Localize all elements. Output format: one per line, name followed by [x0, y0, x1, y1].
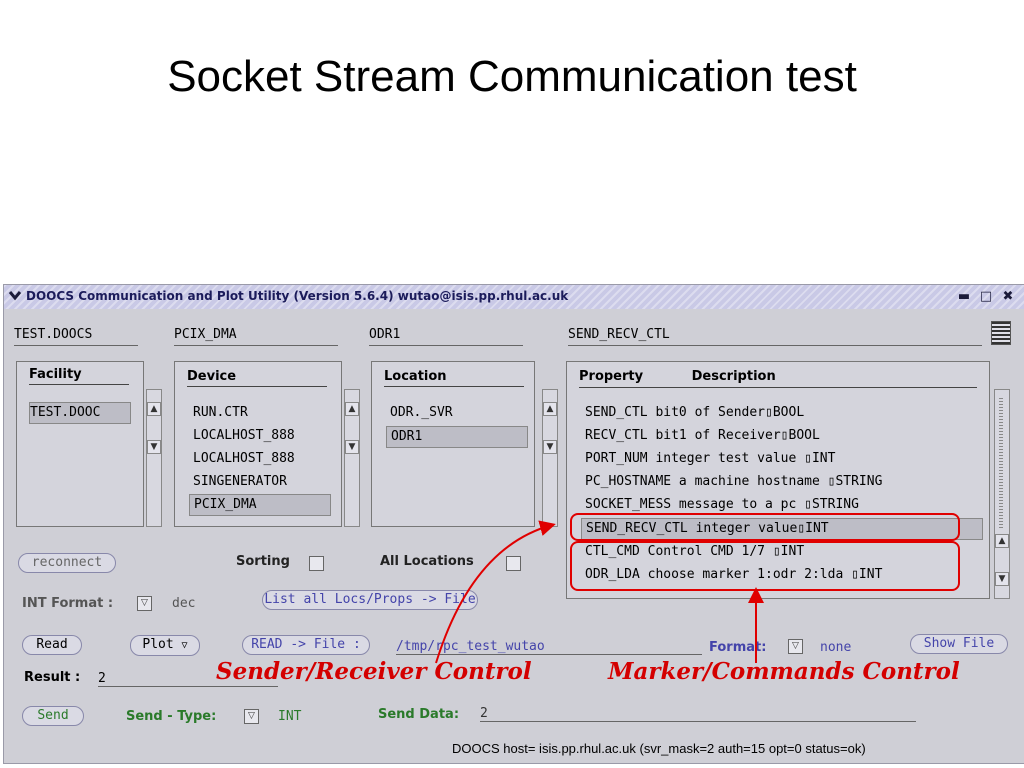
- device-list-item[interactable]: PCIX_DMA: [189, 494, 331, 516]
- device-list-item[interactable]: RUN.CTR: [193, 405, 248, 420]
- scroll-down-icon[interactable]: ▼: [147, 440, 161, 454]
- property-list-item[interactable]: RECV_CTL bit1 of Receiver▯BOOL: [585, 428, 820, 443]
- read-to-file-button[interactable]: READ -> File :: [242, 635, 370, 655]
- file-path-field[interactable]: /tmp/rpc_test_wutao: [396, 639, 702, 655]
- format-value: none: [820, 640, 852, 655]
- facility-header: Facility: [29, 367, 129, 385]
- facility-panel: Facility TEST.DOOC: [16, 361, 144, 527]
- property-header: Property Description: [579, 369, 977, 388]
- slide-title: Socket Stream Communication test: [167, 52, 857, 101]
- show-file-button[interactable]: Show File: [910, 634, 1008, 654]
- plot-button-label: Plot: [142, 637, 174, 652]
- device-scrollbar[interactable]: ▲ ▼: [344, 389, 360, 527]
- description-column-header: Description: [691, 369, 776, 384]
- device-header: Device: [187, 369, 327, 387]
- send-data-label: Send Data:: [378, 707, 460, 722]
- int-format-label: INT Format :: [22, 596, 114, 611]
- status-bar: DOOCS host= isis.pp.rhul.ac.uk (svr_mask…: [452, 741, 866, 756]
- sorting-label: Sorting: [236, 554, 290, 569]
- device-address-field[interactable]: PCIX_DMA: [174, 327, 338, 346]
- annotation-arrows: [435, 520, 764, 664]
- facility-address-field[interactable]: TEST.DOOCS: [14, 327, 138, 346]
- plot-button[interactable]: Plot ▽: [130, 635, 200, 656]
- property-list-item[interactable]: PORT_NUM integer test value ▯INT: [585, 451, 836, 466]
- close-button[interactable]: ✖: [1002, 289, 1014, 304]
- location-header: Location: [384, 369, 524, 387]
- marker-commands-annotation: Marker/Commands Control: [608, 658, 960, 685]
- format-label: Format:: [709, 640, 767, 655]
- facility-scrollbar[interactable]: ▲ ▼: [146, 389, 162, 527]
- dropdown-arrow-icon: ▽: [181, 640, 188, 651]
- chevron-down-icon[interactable]: [8, 287, 22, 306]
- sender-receiver-annotation: Sender/Receiver Control: [216, 658, 532, 685]
- device-panel: Device RUN.CTR LOCALHOST_888 LOCALHOST_8…: [174, 361, 342, 527]
- send-type-value: INT: [278, 709, 302, 724]
- send-type-label: Send - Type:: [126, 709, 217, 724]
- menu-lines-icon[interactable]: [991, 321, 1011, 345]
- property-list-item[interactable]: ODR_LDA choose marker 1:odr 2:lda ▯INT: [585, 567, 883, 582]
- format-dropdown[interactable]: ▽: [788, 639, 803, 654]
- window-title: DOOCS Communication and Plot Utility (Ve…: [26, 289, 569, 303]
- location-list-item[interactable]: ODR1: [386, 426, 528, 448]
- window-titlebar[interactable]: DOOCS Communication and Plot Utility (Ve…: [4, 285, 1024, 309]
- property-scrollbar[interactable]: ▲ ▼: [994, 389, 1010, 599]
- result-label: Result :: [24, 670, 81, 685]
- scroll-up-icon[interactable]: ▲: [147, 402, 161, 416]
- all-locations-checkbox[interactable]: [506, 556, 521, 571]
- property-list-item[interactable]: PC_HOSTNAME a machine hostname ▯STRING: [585, 474, 883, 489]
- location-address-field[interactable]: ODR1: [369, 327, 523, 346]
- list-all-button[interactable]: List all Locs/Props -> File: [262, 590, 478, 610]
- highlight-box-sender-receiver: [570, 513, 960, 541]
- minimize-button[interactable]: ▬: [957, 289, 971, 304]
- property-panel: Property Description SEND_CTL bit0 of Se…: [566, 361, 990, 599]
- read-button[interactable]: Read: [22, 635, 82, 655]
- scroll-up-icon[interactable]: ▲: [543, 402, 557, 416]
- facility-list-item[interactable]: TEST.DOOC: [29, 402, 131, 424]
- send-data-field[interactable]: 2: [480, 706, 916, 722]
- property-list-item[interactable]: SEND_CTL bit0 of Sender▯BOOL: [585, 405, 805, 420]
- sorting-checkbox[interactable]: [309, 556, 324, 571]
- scroll-down-icon[interactable]: ▼: [543, 440, 557, 454]
- highlight-box-marker-commands: [570, 541, 960, 591]
- send-type-dropdown[interactable]: ▽: [244, 709, 259, 724]
- location-list-item[interactable]: ODR._SVR: [390, 405, 453, 420]
- sender-receiver-arrow: [435, 520, 556, 664]
- send-button[interactable]: Send: [22, 706, 84, 726]
- location-panel: Location ODR._SVR ODR1: [371, 361, 535, 527]
- int-format-value: dec: [172, 596, 196, 611]
- scroll-up-icon[interactable]: ▲: [345, 402, 359, 416]
- maximize-button[interactable]: □: [979, 289, 993, 304]
- all-locations-label: All Locations: [380, 554, 474, 569]
- device-list-item[interactable]: LOCALHOST_888: [193, 451, 295, 466]
- scroll-track[interactable]: [999, 398, 1003, 530]
- property-column-header: Property: [579, 369, 644, 384]
- scroll-down-icon[interactable]: ▼: [995, 572, 1009, 586]
- device-list-item[interactable]: SINGENERATOR: [193, 474, 287, 489]
- property-list-item[interactable]: SOCKET_MESS message to a pc ▯STRING: [585, 497, 859, 512]
- result-value: 2: [98, 671, 278, 687]
- property-list-item[interactable]: CTL_CMD Control CMD 1/7 ▯INT: [585, 544, 805, 559]
- scroll-up-icon[interactable]: ▲: [995, 534, 1009, 548]
- property-address-field[interactable]: SEND_RECV_CTL: [568, 327, 982, 346]
- reconnect-button[interactable]: reconnect: [18, 553, 116, 573]
- device-list-item[interactable]: LOCALHOST_888: [193, 428, 295, 443]
- location-scrollbar[interactable]: ▲ ▼: [542, 389, 558, 527]
- app-window: DOOCS Communication and Plot Utility (Ve…: [3, 284, 1024, 764]
- scroll-down-icon[interactable]: ▼: [345, 440, 359, 454]
- int-format-dropdown[interactable]: ▽: [137, 596, 152, 611]
